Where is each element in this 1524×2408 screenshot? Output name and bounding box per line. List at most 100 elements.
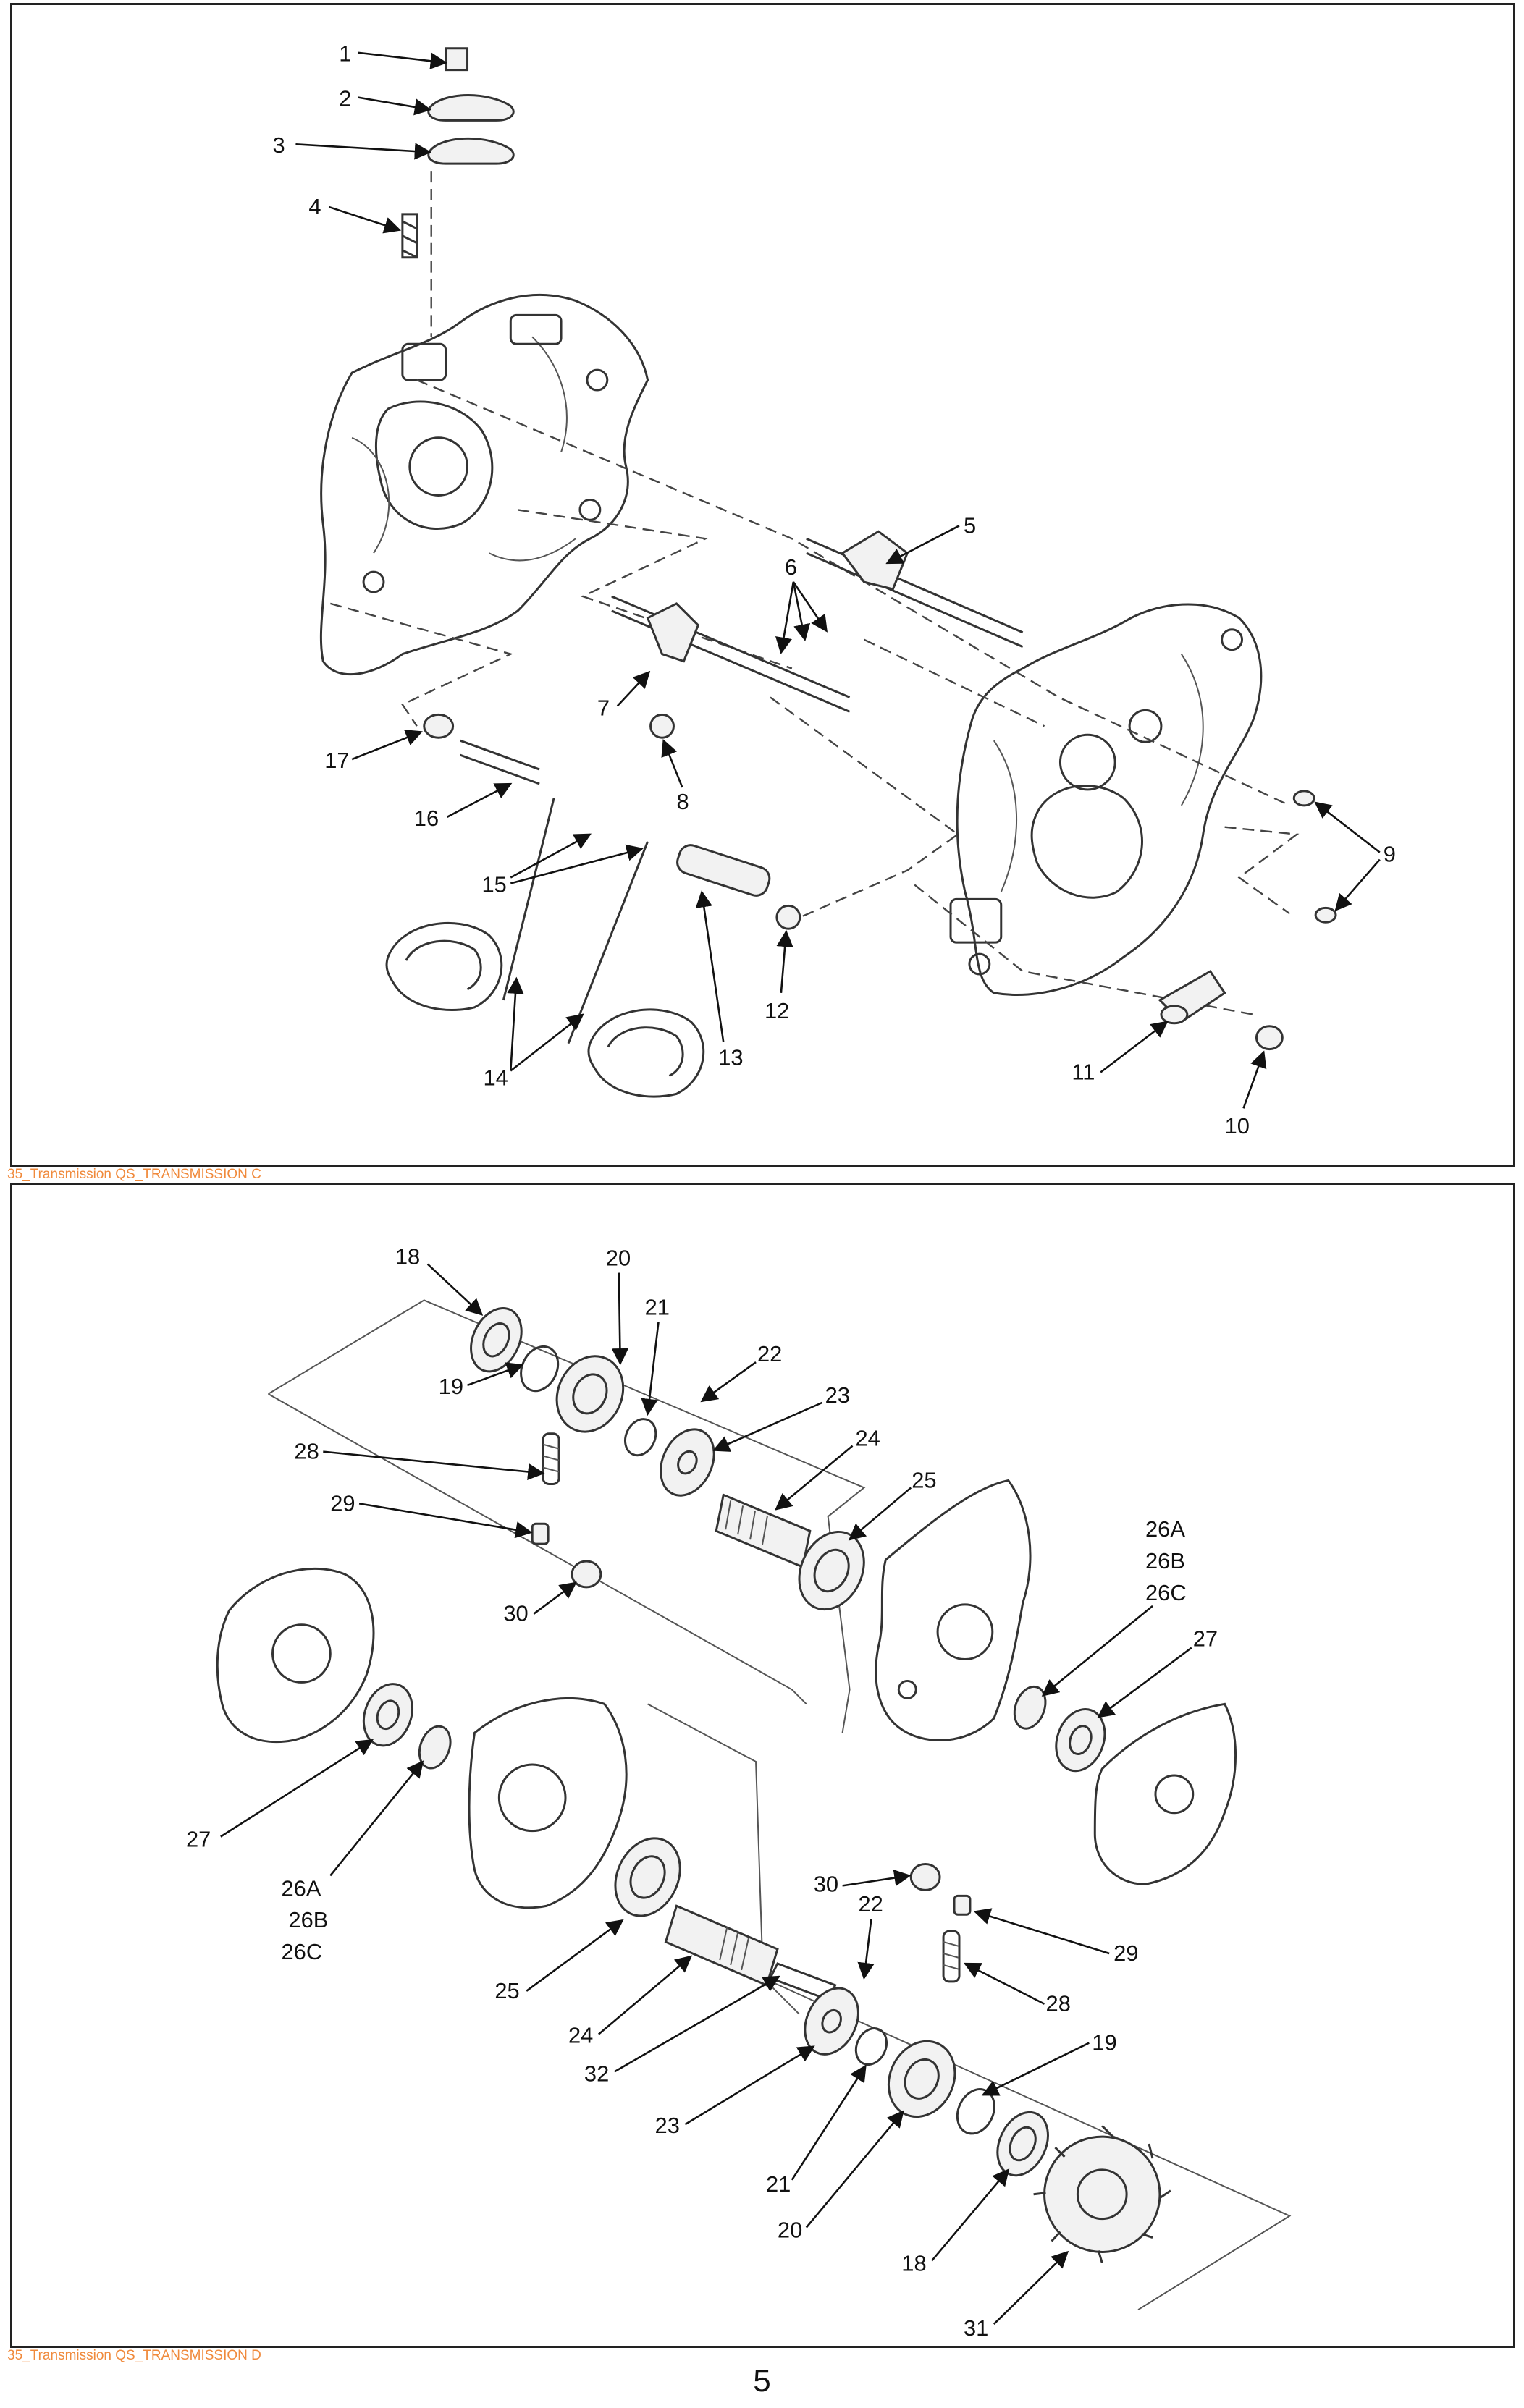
callout-25-top: 25 bbox=[848, 1467, 937, 1541]
svg-text:10: 10 bbox=[1225, 1113, 1250, 1138]
callout-2: 2 bbox=[339, 85, 432, 116]
seal-ring bbox=[1255, 1025, 1284, 1051]
o-ring-bottom bbox=[854, 2027, 888, 2066]
svg-text:26C: 26C bbox=[1145, 1580, 1187, 1605]
svg-text:29: 29 bbox=[1113, 1940, 1138, 1966]
svg-text:6: 6 bbox=[785, 554, 797, 580]
spring-28-bottom bbox=[942, 1930, 961, 1983]
assembly-outline bbox=[647, 1703, 800, 2015]
bearing-holder-top bbox=[555, 1355, 625, 1433]
pin-29-top bbox=[531, 1522, 550, 1545]
svg-text:18: 18 bbox=[901, 2250, 926, 2276]
callout-26-left: 26A 26B 26C bbox=[281, 1760, 424, 1964]
callout-21-top: 21 bbox=[641, 1294, 670, 1416]
cover-right-d bbox=[1093, 1702, 1237, 1885]
shim-ring bbox=[1160, 1005, 1189, 1025]
callout-24-bottom: 24 bbox=[568, 1955, 693, 2048]
page-number: 5 bbox=[753, 2363, 771, 2399]
svg-text:28: 28 bbox=[294, 1439, 319, 1464]
callout-28-bottom: 28 bbox=[963, 1962, 1071, 2016]
callout-31: 31 bbox=[964, 2250, 1069, 2341]
spring-28-top bbox=[542, 1432, 560, 1485]
callout-3: 3 bbox=[273, 132, 432, 160]
svg-text:19: 19 bbox=[439, 1374, 463, 1399]
exploded-view-transmission-d: 18 19 20 21 22 23 24 25 bbox=[186, 1244, 1292, 2341]
callout-19-bottom: 19 bbox=[981, 2030, 1117, 2096]
svg-text:25: 25 bbox=[494, 1978, 519, 2003]
svg-text:3: 3 bbox=[273, 132, 285, 158]
svg-text:24: 24 bbox=[856, 1426, 880, 1451]
lock-plate-top bbox=[660, 1428, 715, 1497]
svg-text:29: 29 bbox=[330, 1490, 355, 1516]
washer-30-bottom bbox=[909, 1862, 941, 1891]
assembly-line bbox=[1224, 826, 1300, 915]
callout-29-bottom: 29 bbox=[973, 1908, 1139, 1966]
diagram-panel-transmission-c: 1 2 3 4 5 6 7 8 bbox=[10, 3, 1515, 1167]
svg-text:27: 27 bbox=[186, 1827, 211, 1852]
diagram-panel-transmission-d: 18 19 20 21 22 23 24 25 bbox=[10, 1183, 1515, 2348]
svg-text:26C: 26C bbox=[281, 1939, 322, 1964]
shaft-bottom bbox=[664, 1904, 837, 2001]
callout-5: 5 bbox=[885, 512, 976, 565]
svg-text:4: 4 bbox=[308, 194, 321, 219]
circlip-top bbox=[520, 1345, 560, 1393]
callout-27-left: 27 bbox=[186, 1739, 374, 1852]
callout-15: 15 bbox=[481, 833, 644, 897]
assembly-line bbox=[770, 696, 960, 922]
callout-30-top: 30 bbox=[503, 1581, 577, 1626]
shift-clamp-left bbox=[385, 921, 503, 1012]
svg-text:1: 1 bbox=[339, 41, 351, 67]
svg-text:2: 2 bbox=[339, 85, 351, 111]
callout-18-bottom: 18 bbox=[901, 2168, 1010, 2276]
crankcase-left-d bbox=[468, 1697, 628, 1909]
svg-text:17: 17 bbox=[324, 748, 349, 773]
svg-text:18: 18 bbox=[395, 1244, 420, 1270]
svg-text:21: 21 bbox=[645, 1294, 670, 1319]
svg-text:15: 15 bbox=[481, 871, 506, 897]
exploded-view-transmission-c: 1 2 3 4 5 6 7 8 bbox=[273, 41, 1396, 1138]
callout-30-bottom: 30 bbox=[814, 1870, 912, 1896]
drive-sprocket bbox=[1033, 2125, 1171, 2263]
left-crankcase-half bbox=[319, 293, 649, 676]
right-crankcase-half bbox=[949, 603, 1263, 996]
washer-30-top bbox=[571, 1560, 602, 1589]
callout-1: 1 bbox=[339, 41, 447, 69]
diagram-caption-d: 35_Transmission QS_TRANSMISSION D bbox=[7, 2348, 261, 2363]
svg-text:11: 11 bbox=[1072, 1059, 1095, 1084]
svg-text:27: 27 bbox=[1193, 1626, 1218, 1652]
svg-text:25: 25 bbox=[912, 1467, 936, 1492]
callout-28-top: 28 bbox=[294, 1439, 545, 1481]
assembly-line bbox=[863, 638, 1045, 727]
assembly-line bbox=[329, 602, 513, 727]
svg-text:14: 14 bbox=[483, 1065, 508, 1090]
callout-24-top: 24 bbox=[775, 1426, 880, 1511]
washer-26-right bbox=[1013, 1685, 1047, 1730]
bearing-bottom bbox=[996, 2111, 1049, 2177]
callout-21-bottom: 21 bbox=[766, 2064, 867, 2197]
callout-18-top: 18 bbox=[395, 1244, 484, 1316]
callout-4: 4 bbox=[308, 194, 402, 234]
top-plate-stack bbox=[401, 47, 515, 259]
crankcase-right-d bbox=[875, 1479, 1032, 1741]
callout-12: 12 bbox=[765, 929, 793, 1023]
svg-text:26A: 26A bbox=[1145, 1516, 1185, 1542]
callout-23-bottom: 23 bbox=[655, 2045, 815, 2138]
callout-6: 6 bbox=[775, 554, 828, 654]
svg-text:12: 12 bbox=[765, 998, 789, 1023]
assembly-outline bbox=[268, 1299, 866, 1733]
svg-text:13: 13 bbox=[718, 1045, 743, 1070]
svg-text:20: 20 bbox=[606, 1246, 631, 1271]
assembly-line bbox=[416, 379, 1290, 806]
svg-text:5: 5 bbox=[964, 512, 976, 538]
callout-8: 8 bbox=[661, 739, 689, 814]
callout-10: 10 bbox=[1225, 1050, 1267, 1138]
svg-text:16: 16 bbox=[414, 806, 439, 831]
cover-left-d bbox=[216, 1567, 375, 1744]
washer-26-left bbox=[418, 1725, 452, 1770]
svg-text:20: 20 bbox=[778, 2218, 802, 2243]
washer-right-lower bbox=[1314, 906, 1337, 924]
callout-19-top: 19 bbox=[439, 1362, 524, 1399]
assembly-line bbox=[518, 509, 793, 669]
callout-27-right: 27 bbox=[1097, 1626, 1218, 1718]
callout-20-top: 20 bbox=[606, 1246, 631, 1366]
